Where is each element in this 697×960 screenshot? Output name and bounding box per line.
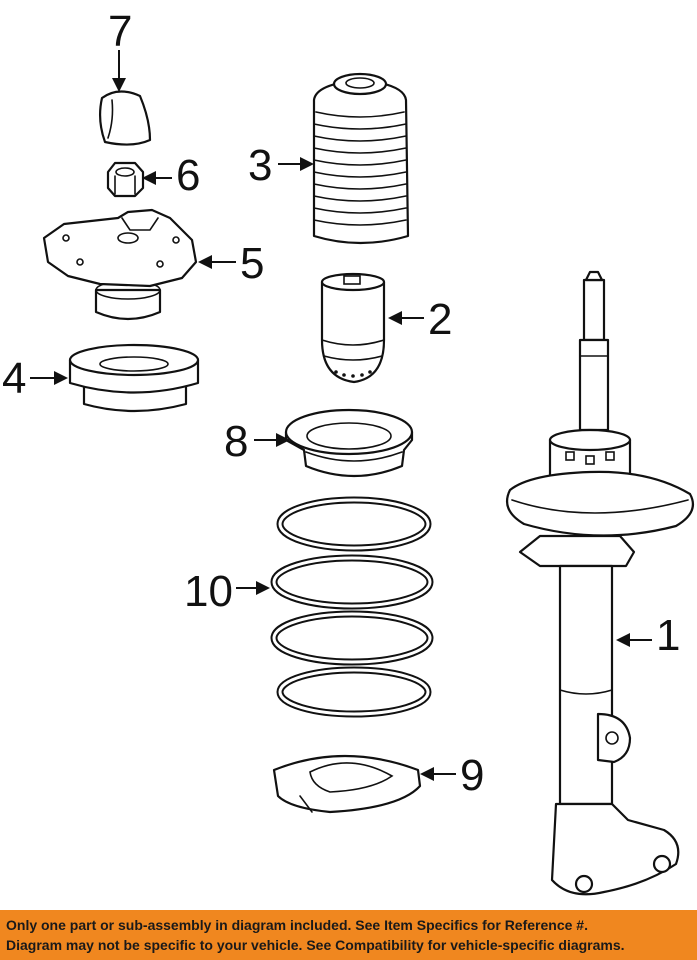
callout-7: 7 [108, 7, 132, 92]
callout-5: 5 [198, 239, 264, 288]
callout-6-label: 6 [176, 151, 200, 200]
part-4-bearing [68, 343, 200, 413]
part-6-nut [106, 161, 145, 198]
part-10-coil-spring [270, 496, 434, 718]
callout-7-label: 7 [108, 7, 132, 56]
callout-1-label: 1 [656, 611, 680, 660]
part-5-strut-mount [42, 208, 198, 321]
callout-9-label: 9 [460, 751, 484, 800]
callout-2: 2 [388, 295, 452, 344]
callout-4-label: 4 [2, 354, 26, 403]
callout-1: 1 [616, 611, 680, 660]
part-3-dust-boot [312, 72, 410, 245]
callout-9: 9 [420, 751, 484, 800]
part-9-lower-spring-seat [272, 754, 422, 814]
callout-2-label: 2 [428, 295, 452, 344]
callout-10: 10 [184, 567, 270, 616]
part-1-strut-assembly [506, 270, 694, 896]
callout-3: 3 [248, 141, 314, 190]
part-8-upper-spring-seat [284, 408, 414, 478]
callout-8: 8 [224, 417, 290, 466]
callout-5-label: 5 [240, 239, 264, 288]
callout-6: 6 [142, 151, 200, 200]
callout-10-label: 10 [184, 567, 233, 616]
exploded-parts-diagram: 7 6 5 4 [2, 7, 694, 896]
disclaimer-line-2: Diagram may not be specific to your vehi… [6, 937, 625, 953]
part-2-bump-stop [320, 272, 386, 384]
callout-8-label: 8 [224, 417, 248, 466]
callout-3-label: 3 [248, 141, 272, 190]
disclaimer-banner: Only one part or sub-assembly in diagram… [0, 910, 697, 960]
callout-4: 4 [2, 354, 68, 403]
disclaimer-line-1: Only one part or sub-assembly in diagram… [6, 917, 588, 933]
part-7-cap [98, 90, 152, 146]
